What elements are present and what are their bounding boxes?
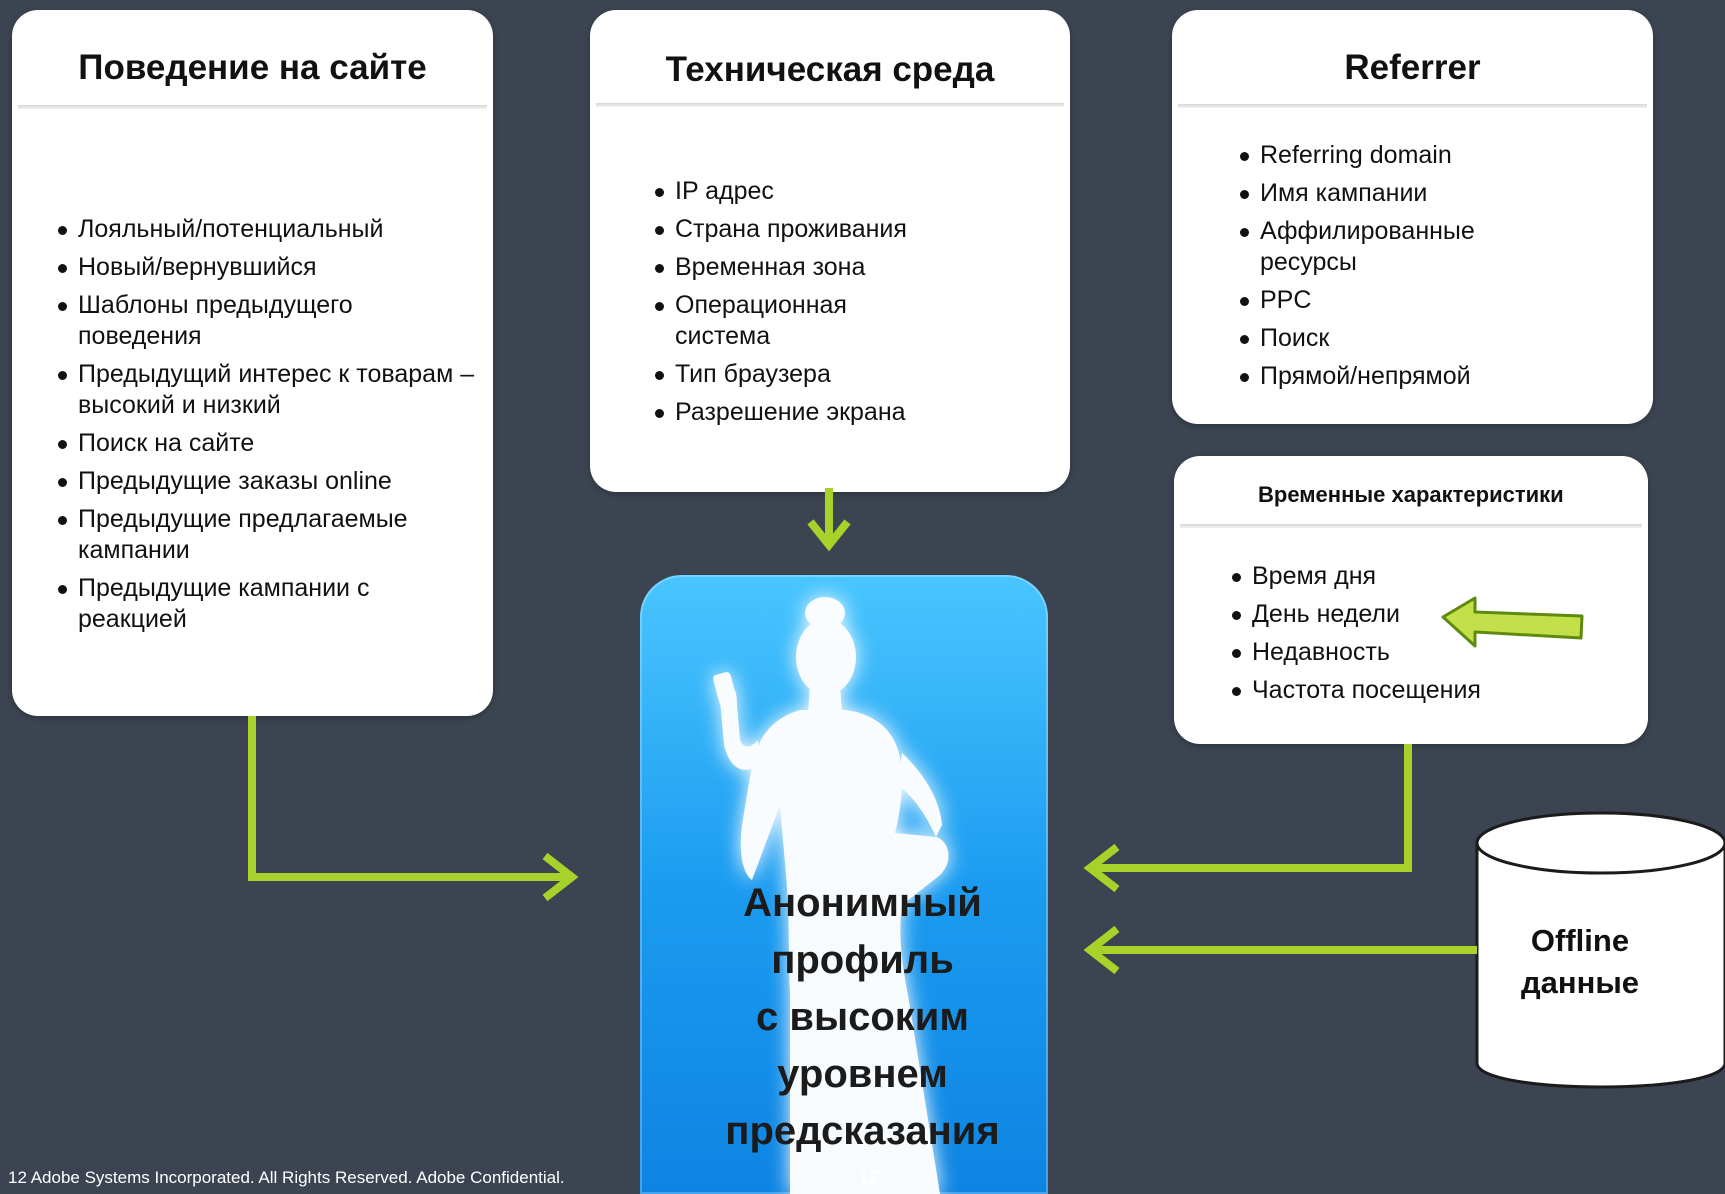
tech-card: Техническая среда IP адрес Страна прожив… [590,10,1070,492]
footer-copyright: 12 Adobe Systems Incorporated. All Right… [8,1168,565,1187]
woman-silhouette-icon [713,597,949,1194]
list-item: Предыдущие заказы online [58,466,478,497]
profile-line: профиль [771,938,954,982]
list-item: Аффилированные ресурсы [1240,216,1490,278]
list-item: PPC [1240,285,1490,316]
offline-data-label: Offline данные [1480,920,1680,1004]
list-item: День недели [1232,599,1632,630]
temporal-card: Временные характеристики Время дня День … [1174,456,1648,744]
list-item: Предыдущие предлагаемые кампании [58,504,478,566]
arrow-left-icon [1083,744,1412,893]
list-item: Шаблоны предыдущего поведения [58,290,478,352]
offline-line: Offline [1530,923,1630,958]
profile-line: с высоким [756,995,969,1039]
referrer-list: Referring domain Имя кампании Аффилирова… [1240,140,1490,399]
referrer-title: Referrer [1344,48,1481,87]
list-item: Операционная система [655,290,915,352]
behavior-card: Поведение на сайте Лояльный/потенциальны… [12,10,493,716]
list-item: Страна проживания [655,214,915,245]
list-item: Прямой/непрямой [1240,361,1490,392]
profile-line: Анонимный [743,881,982,925]
list-item: Предыдущий интерес к товарам – высокий и… [58,359,478,421]
list-item: Временная зона [655,252,915,283]
temporal-divider [1180,524,1642,528]
list-item: Частота посещения [1232,675,1632,706]
profile-line: уровнем [777,1052,948,1096]
list-item: Время дня [1232,561,1632,592]
arrow-down-icon [807,488,851,552]
highlight-arrow-icon [1441,596,1584,648]
behavior-list: Лояльный/потенциальный Новый/вернувшийся… [58,214,478,642]
list-item: Тип браузера [655,359,915,390]
offline-database-icon [1475,811,1725,1089]
arrow-left-icon [1083,925,1477,975]
list-item: Разрешение экрана [655,397,915,428]
page-number: 12 [858,1167,881,1189]
list-item: Имя кампании [1240,178,1490,209]
tech-list: IP адрес Страна проживания Временная зон… [655,176,915,435]
list-item: Поиск [1240,323,1490,354]
list-item: Лояльный/потенциальный [58,214,478,245]
list-item: Предыдущие кампании с реакцией [58,573,478,635]
tech-title: Техническая среда [665,50,995,89]
behavior-title: Поведение на сайте [78,48,427,87]
list-item: Поиск на сайте [58,428,478,459]
anonymous-profile-label: Анонимный профиль с высоким уровнем пред… [0,875,1725,1160]
behavior-divider [18,105,487,109]
referrer-divider [1178,104,1647,108]
anonymous-profile-box [640,575,1048,1194]
arrow-right-icon [248,716,579,902]
list-item: Недавность [1232,637,1632,668]
list-item: Referring domain [1240,140,1490,171]
temporal-list: Время дня День недели Недавность Частота… [1232,561,1632,713]
profile-line: предсказания [725,1109,1000,1153]
offline-line: данные [1520,965,1640,1000]
referrer-card: Referrer Referring domain Имя кампании А… [1172,10,1653,424]
list-item: Новый/вернувшийся [58,252,478,283]
list-item: IP адрес [655,176,915,207]
tech-divider [596,103,1064,107]
temporal-title: Временные характеристики [1258,482,1564,507]
